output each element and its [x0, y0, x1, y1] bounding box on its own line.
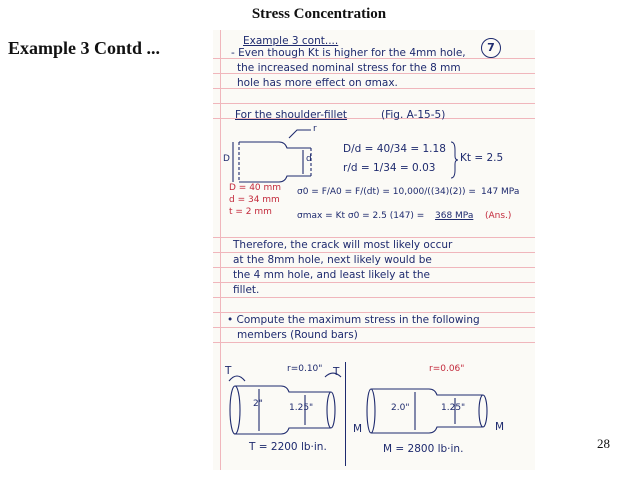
slide-title: Stress Concentration [251, 6, 387, 22]
shoulder-fillet-sketch [232, 129, 312, 183]
para1-line3: hole has more effect on σmax. [237, 77, 398, 89]
fig1-label-D: D [223, 154, 230, 164]
fig3-moment-label: M [353, 423, 363, 435]
task-line2: members (Round bars) [237, 329, 358, 341]
calc-line4: σmax = Kt σ0 = 2.5 (147) = [297, 211, 425, 221]
para3-line2: at the 8mm hole, next likely would be [233, 254, 432, 266]
param-d: d = 34 mm [229, 195, 280, 205]
bending-bar-sketch [366, 388, 488, 434]
para1-line2: the increased nominal stress for the 8 m… [237, 62, 461, 74]
fig2-torque-label: T [225, 365, 232, 377]
fig2-load: T = 2200 lb·in. [249, 441, 327, 453]
fig1-label-r: r [313, 124, 317, 134]
figure-divider [345, 362, 346, 466]
task-line1: • Compute the maximum stress in the foll… [227, 314, 480, 326]
section2-ref: (Fig. A-15-5) [381, 109, 446, 121]
para3-line1: Therefore, the crack will most likely oc… [233, 239, 453, 251]
slide-subtitle: Example 3 Contd ... [8, 38, 161, 58]
handwritten-notes-image: Example 3 cont.... 7 - Even though Kt is… [213, 30, 535, 470]
calc-line3-result: 147 MPa [481, 187, 520, 197]
calc-kt: Kt = 2.5 [460, 152, 504, 164]
fig3-moment-label-right: M [495, 421, 505, 433]
param-t: t = 2 mm [229, 207, 272, 217]
fig3-fillet-radius: r=0.06" [429, 364, 465, 374]
calc-line1: D/d = 40/34 = 1.18 [343, 143, 446, 155]
page-circle: 7 [481, 38, 501, 58]
para3-line3: the 4 mm hole, and least likely at the [233, 269, 430, 281]
fig2-torque-label-right: T [333, 366, 340, 378]
calc-line2: r/d = 1/34 = 0.03 [343, 162, 436, 174]
section2-heading: For the shoulder-fillet [235, 109, 348, 121]
fig1-label-d: d [306, 154, 312, 164]
para1-line1: - Even though Kt is higher for the 4mm h… [231, 47, 466, 59]
fig3-load: M = 2800 lb·in. [383, 443, 464, 455]
calc-brace [450, 141, 459, 179]
page-number: 28 [597, 436, 610, 451]
para3-line4: fillet. [233, 284, 260, 296]
fig2-fillet-radius: r=0.10" [287, 364, 323, 374]
torsion-bar-sketch [228, 372, 342, 435]
fig2-diameter-small: 1.25" [289, 403, 314, 413]
answer-mark: (Ans.) [485, 211, 512, 221]
notes-heading: Example 3 cont.... [243, 35, 339, 47]
fig3-diameter-large: 2.0" [391, 403, 410, 413]
calc-line3: σ0 = F/A0 = F/(dt) = 10,000/((34)(2)) = [297, 187, 476, 197]
fig3-diameter-small: 1.25" [441, 403, 466, 413]
param-D: D = 40 mm [229, 183, 282, 193]
calc-line4-result: 368 MPa [435, 211, 474, 221]
fig2-diameter-large: 2" [253, 399, 263, 409]
